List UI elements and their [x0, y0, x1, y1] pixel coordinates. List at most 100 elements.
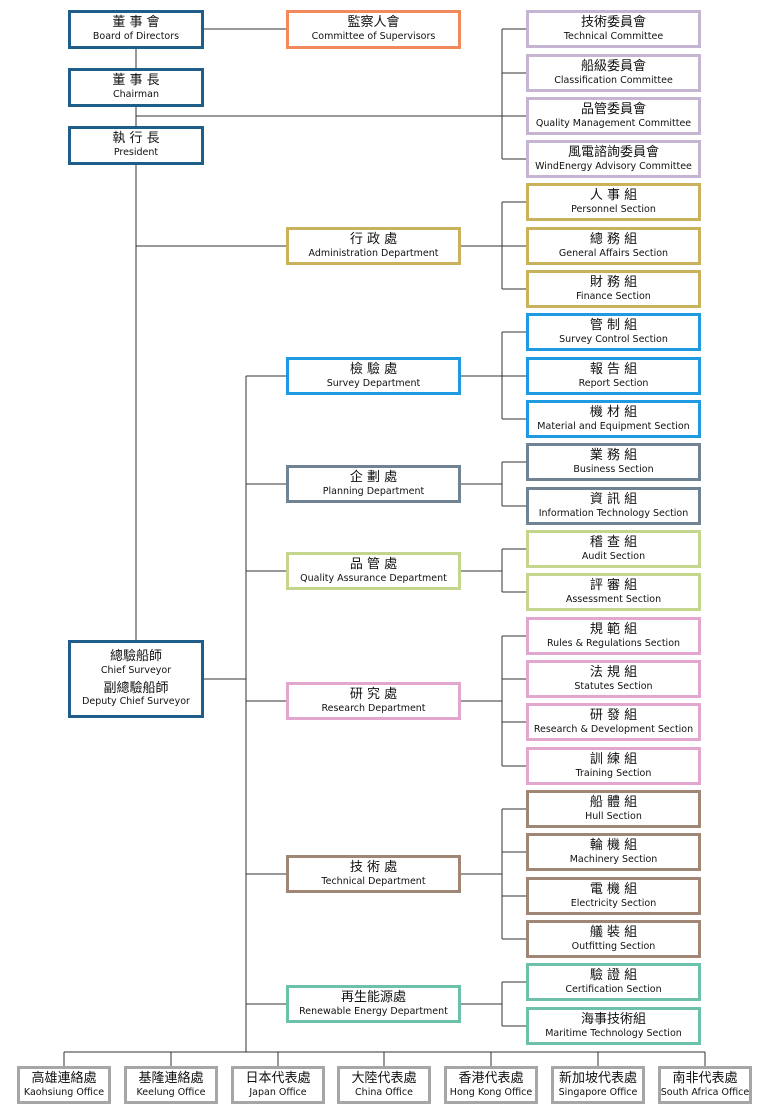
- survey-department-box[interactable]: 檢 驗 處 Survey Department: [286, 357, 461, 395]
- section-survey-control[interactable]: 管 制 組 Survey Control Section: [526, 313, 701, 351]
- section-label-zh: 輪 機 組: [589, 837, 638, 853]
- office-singapore[interactable]: 新加坡代表處 Singapore Office: [551, 1066, 645, 1104]
- section-label-en: Statutes Section: [574, 680, 653, 692]
- section-label-en: General Affairs Section: [558, 247, 669, 259]
- section-training[interactable]: 訓 練 組 Training Section: [526, 747, 701, 785]
- committee-label-en: Technical Committee: [563, 30, 664, 42]
- department-label-en: Renewable Energy Department: [299, 1005, 448, 1017]
- committee-technical[interactable]: 技術委員會 Technical Committee: [526, 10, 701, 48]
- section-personnel[interactable]: 人 事 組 Personnel Section: [526, 183, 701, 221]
- department-label-zh: 技 術 處: [349, 859, 398, 875]
- section-label-zh: 報 告 組: [589, 361, 638, 377]
- section-label-zh: 訓 練 組: [589, 751, 638, 767]
- section-label-en: Electricity Section: [570, 897, 657, 909]
- board-label-zh: 董 事 會: [112, 15, 160, 31]
- deputy-chief-label-zh: 副總驗船師: [103, 680, 169, 696]
- section-label-en: Research & Development Section: [533, 723, 694, 735]
- section-material-equipment[interactable]: 機 材 組 Material and Equipment Section: [526, 400, 701, 438]
- department-label-zh: 行 政 處: [349, 231, 398, 247]
- section-label-en: Hull Section: [585, 810, 642, 822]
- office-kaohsiung[interactable]: 高雄連絡處 Kaohsiung Office: [17, 1066, 111, 1104]
- board-label-en: Board of Directors: [92, 31, 180, 42]
- section-audit[interactable]: 稽 查 組 Audit Section: [526, 530, 701, 568]
- section-machinery[interactable]: 輪 機 組 Machinery Section: [526, 833, 701, 871]
- section-label-en: Information Technology Section: [538, 507, 689, 519]
- committee-label-zh: 船級委員會: [580, 58, 646, 74]
- deputy-chief-label-en: Deputy Chief Surveyor: [82, 696, 190, 708]
- section-label-en: Survey Control Section: [559, 333, 668, 345]
- section-statutes[interactable]: 法 規 組 Statutes Section: [526, 660, 701, 698]
- department-label-en: Planning Department: [322, 485, 425, 497]
- renewable-department-box[interactable]: 再生能源處 Renewable Energy Department: [286, 985, 461, 1023]
- office-label-zh: 基隆連絡處: [138, 1070, 204, 1086]
- admin-department-box[interactable]: 行 政 處 Administration Department: [286, 227, 461, 265]
- office-hong-kong[interactable]: 香港代表處 Hong Kong Office: [444, 1066, 538, 1104]
- section-label-en: Audit Section: [581, 550, 646, 562]
- president-label-en: President: [113, 147, 159, 158]
- committee-label-zh: 品管委員會: [580, 101, 646, 117]
- section-report[interactable]: 報 告 組 Report Section: [526, 357, 701, 395]
- office-keelung[interactable]: 基隆連絡處 Keelung Office: [124, 1066, 218, 1104]
- department-label-zh: 檢 驗 處: [349, 361, 398, 377]
- section-label-zh: 規 範 組: [589, 621, 638, 637]
- office-label-en: Keelung Office: [136, 1086, 206, 1098]
- committee-label-zh: 風電諮詢委員會: [567, 144, 659, 160]
- section-label-en: Report Section: [578, 377, 649, 389]
- department-label-en: Technical Department: [321, 875, 426, 887]
- section-label-zh: 評 審 組: [589, 577, 638, 593]
- president-box[interactable]: 執 行 長 President: [68, 126, 204, 165]
- department-label-zh: 企 劃 處: [349, 469, 398, 485]
- section-maritime-technology[interactable]: 海事技術組 Maritime Technology Section: [526, 1007, 701, 1045]
- section-information-technology[interactable]: 資 訊 組 Information Technology Section: [526, 487, 701, 525]
- section-label-zh: 驗 證 組: [589, 967, 638, 983]
- department-label-zh: 再生能源處: [340, 989, 406, 1005]
- supervisors-label-en: Committee of Supervisors: [311, 31, 436, 42]
- section-label-en: Rules & Regulations Section: [546, 637, 681, 649]
- section-label-zh: 機 材 組: [589, 404, 638, 420]
- chairman-box[interactable]: 董 事 長 Chairman: [68, 68, 204, 107]
- office-china[interactable]: 大陸代表處 China Office: [337, 1066, 431, 1104]
- committee-windenergy[interactable]: 風電諮詢委員會 WindEnergy Advisory Committee: [526, 140, 701, 178]
- committee-classification[interactable]: 船級委員會 Classification Committee: [526, 54, 701, 92]
- chief-surveyor-label-en: Chief Surveyor: [100, 664, 172, 676]
- section-label-zh: 法 規 組: [589, 664, 638, 680]
- planning-department-box[interactable]: 企 劃 處 Planning Department: [286, 465, 461, 503]
- section-certification[interactable]: 驗 證 組 Certification Section: [526, 963, 701, 1001]
- section-label-zh: 船 體 組: [589, 794, 638, 810]
- section-label-en: Finance Section: [576, 290, 651, 302]
- section-electricity[interactable]: 電 機 組 Electricity Section: [526, 877, 701, 915]
- department-label-en: Research Department: [321, 702, 426, 714]
- section-outfitting[interactable]: 艤 裝 組 Outfitting Section: [526, 920, 701, 958]
- section-research-development[interactable]: 研 發 組 Research & Development Section: [526, 703, 701, 741]
- office-label-zh: 南非代表處: [672, 1070, 738, 1086]
- office-south-africa[interactable]: 南非代表處 South Africa Office: [658, 1066, 752, 1104]
- section-label-zh: 資 訊 組: [589, 491, 638, 507]
- section-label-en: Business Section: [573, 463, 654, 475]
- section-label-zh: 總 務 組: [589, 231, 638, 247]
- qa-department-box[interactable]: 品 管 處 Quality Assurance Department: [286, 552, 461, 590]
- section-label-zh: 電 機 組: [589, 881, 638, 897]
- section-label-en: Outfitting Section: [571, 940, 656, 952]
- department-label-zh: 研 究 處: [349, 686, 398, 702]
- section-label-en: Maritime Technology Section: [545, 1027, 682, 1039]
- section-hull[interactable]: 船 體 組 Hull Section: [526, 790, 701, 828]
- office-label-en: Singapore Office: [558, 1086, 638, 1098]
- section-rules-regulations[interactable]: 規 範 組 Rules & Regulations Section: [526, 617, 701, 655]
- office-label-en: China Office: [355, 1086, 413, 1098]
- chief-surveyor-box[interactable]: 總驗船師 Chief Surveyor 副總驗船師 Deputy Chief S…: [68, 640, 204, 718]
- office-japan[interactable]: 日本代表處 Japan Office: [231, 1066, 325, 1104]
- technical-department-box[interactable]: 技 術 處 Technical Department: [286, 855, 461, 893]
- section-finance[interactable]: 財 務 組 Finance Section: [526, 270, 701, 308]
- research-department-box[interactable]: 研 究 處 Research Department: [286, 682, 461, 720]
- section-label-zh: 艤 裝 組: [589, 924, 638, 940]
- section-business[interactable]: 業 務 組 Business Section: [526, 443, 701, 481]
- committee-quality[interactable]: 品管委員會 Quality Management Committee: [526, 97, 701, 135]
- section-general-affairs[interactable]: 總 務 組 General Affairs Section: [526, 227, 701, 265]
- section-assessment[interactable]: 評 審 組 Assessment Section: [526, 573, 701, 611]
- supervisors-box[interactable]: 監察人會 Committee of Supervisors: [286, 10, 461, 49]
- section-label-zh: 人 事 組: [589, 187, 638, 203]
- board-box[interactable]: 董 事 會 Board of Directors: [68, 10, 204, 49]
- chief-surveyor-label-zh: 總驗船師: [109, 648, 162, 664]
- committee-label-zh: 技術委員會: [580, 14, 646, 30]
